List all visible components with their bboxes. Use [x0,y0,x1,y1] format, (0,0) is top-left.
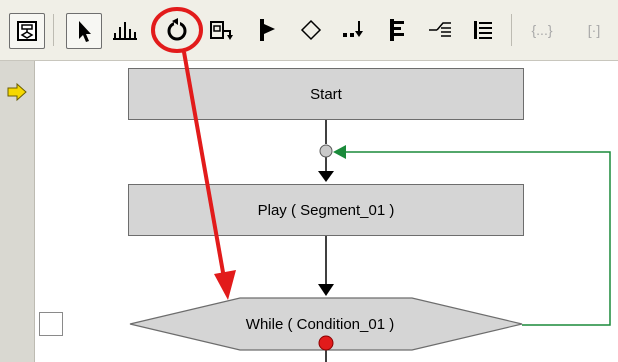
condition-button[interactable] [296,13,326,47]
annotation-arrow-line [182,51,226,279]
toolbar: {...} [·] [0,0,618,61]
loop-back-line [345,151,611,326]
select-pointer-button[interactable] [66,13,102,49]
branch-button[interactable] [252,13,282,47]
toolbar-separator [53,14,54,46]
segment-button[interactable] [206,13,236,47]
list-lines-button[interactable] [468,13,498,47]
bar-chart-icon [113,22,137,40]
breakpoint-dot-icon [318,335,334,351]
loop-button[interactable] [160,13,194,47]
play-segment-block[interactable]: Play ( Segment_01 ) [128,184,524,236]
flag-button[interactable] [382,13,412,47]
list-indent-icon [429,22,451,37]
arrow-right-icon [7,82,27,102]
braces-button[interactable]: {...} [531,22,553,38]
highlight-circle [151,7,203,53]
arrow-down-icon [318,284,334,296]
while-condition-label: While ( Condition_01 ) [245,315,395,333]
segment-icon [210,21,233,40]
bar-chart-button[interactable] [110,13,140,47]
select-pointer-icon [79,21,91,42]
list-indent-button[interactable] [425,13,455,47]
breakpoint-gutter[interactable] [0,61,35,362]
while-condition-shape [129,297,523,351]
flowchart-view-button[interactable] [9,13,45,49]
current-step-pointer [7,82,27,102]
insert-step-button[interactable] [338,13,368,47]
breakpoint-checkbox[interactable] [39,312,63,336]
list-lines-icon [474,21,492,39]
junction-node [319,144,333,158]
annotation-arrowhead-icon [214,270,236,300]
loop-icon [167,18,187,41]
bracket-button[interactable]: [·] [587,22,601,38]
diamond-condition-icon [300,19,322,41]
toolbar-separator [511,14,512,46]
arrow-down-icon [318,171,334,182]
insert-step-icon [343,21,363,37]
branch-icon [260,19,275,41]
flowchart-view-icon [17,21,37,41]
loop-back-arrow-icon [333,145,346,159]
flag-icon [390,19,404,41]
